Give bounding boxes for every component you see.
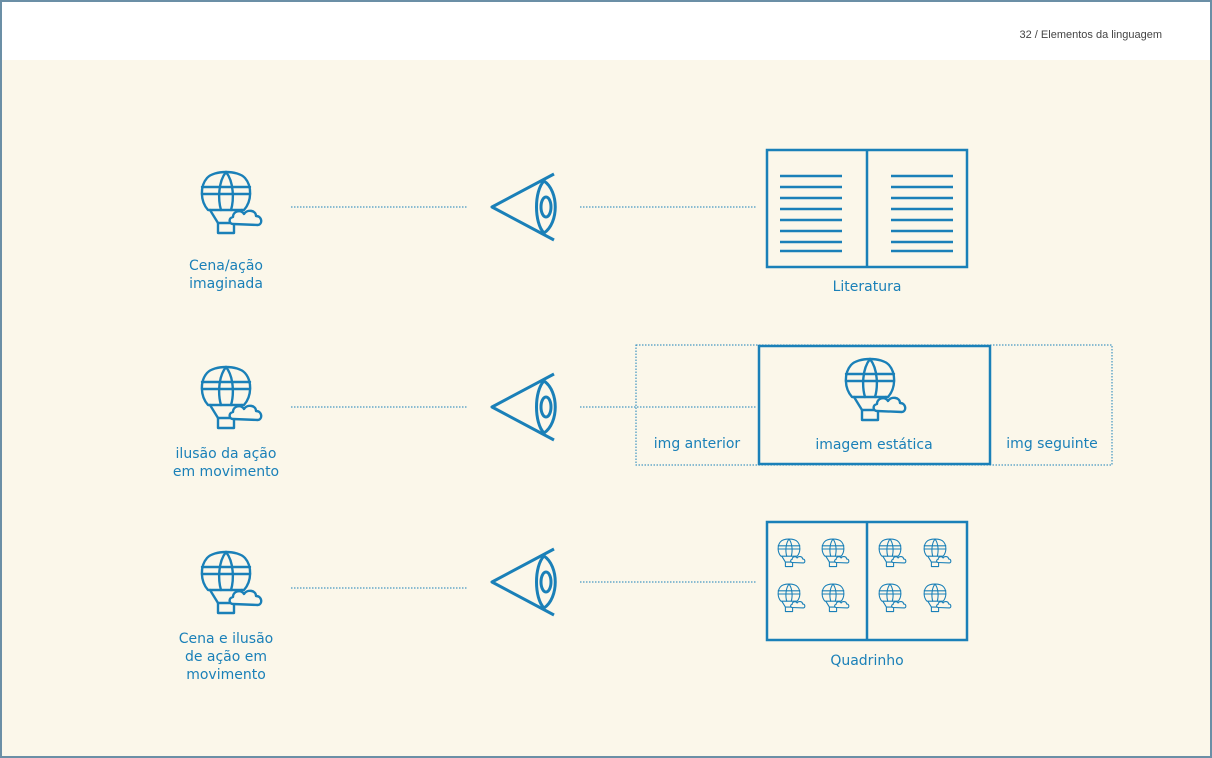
label-line: imaginada (189, 276, 263, 292)
label-line: de ação em (184, 649, 268, 665)
hot-air-balloon-icon (200, 170, 263, 235)
page-number: 32 / (1019, 29, 1038, 41)
hot-air-balloon-icon (200, 550, 263, 615)
source-label-scene-illusion: Cena e ilusão de ação em movimento (156, 630, 296, 684)
page-header: 32 / Elementos da linguagem (2, 2, 1210, 60)
eye-icon (490, 372, 557, 442)
comic-book-icon (765, 520, 969, 642)
running-header: 32 / Elementos da linguagem (1020, 29, 1163, 41)
balloon-panel-icon (778, 539, 805, 566)
balloon-panel-icon (924, 584, 951, 611)
next-image-label: img seguinte (1006, 436, 1098, 452)
source-label-imagined: Cena/ação imaginada (156, 257, 296, 293)
balloon-panel-icon (879, 539, 906, 566)
balloon-panel-icon (822, 539, 849, 566)
label-line: movimento (186, 667, 266, 683)
label-line: Cena/ação (189, 258, 263, 274)
eye-icon (490, 172, 557, 242)
eye-icon (490, 547, 557, 617)
prev-image-label: img anterior (653, 436, 741, 452)
label-line: Cena e ilusão (178, 631, 274, 647)
label-line: em movimento (172, 464, 280, 480)
balloon-panel-icon (778, 584, 805, 611)
media-label-literatura: Literatura (832, 279, 902, 295)
media-label-quadrinho: Quadrinho (830, 653, 904, 669)
balloon-panel-icon (822, 584, 849, 611)
label-line: ilusão da ação (175, 446, 277, 462)
balloon-panel-icon (879, 584, 906, 611)
section-title: Elementos da linguagem (1040, 29, 1162, 41)
hot-air-balloon-icon (200, 365, 263, 430)
book-icon (765, 148, 969, 269)
static-image-label: imagem estática (815, 437, 933, 453)
source-label-illusion: ilusão da ação em movimento (156, 445, 296, 481)
balloon-panel-icon (924, 539, 951, 566)
